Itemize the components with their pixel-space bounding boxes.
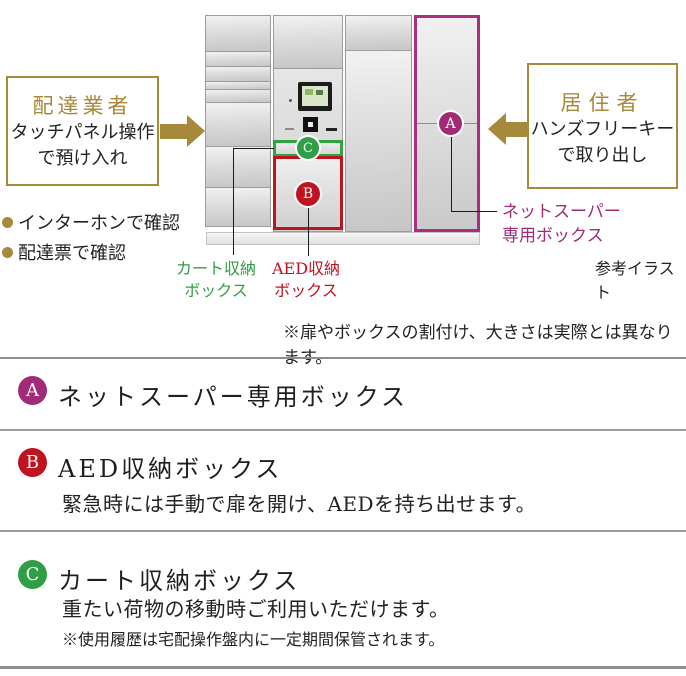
bullet-icon xyxy=(2,216,13,228)
legend-title-aed: AED収納ボックス xyxy=(58,455,283,483)
cart-box-label-line2: ボックス xyxy=(184,281,248,300)
screen-graphic xyxy=(305,89,313,95)
legend-badge-b: B xyxy=(18,448,47,477)
divider xyxy=(0,357,686,359)
panel-slot-right xyxy=(326,128,337,131)
card-reader-window xyxy=(308,122,313,127)
legend-title-cart: カート収納ボックス xyxy=(58,567,301,595)
netsuper-box-label-line2: 専用ボックス xyxy=(502,226,604,246)
note-delivery-slip-label: 配達票で確認 xyxy=(18,243,126,264)
resident-line2: で取り出し xyxy=(557,145,648,166)
resident-box: 居住者 ハンズフリーキー で取り出し xyxy=(527,63,678,189)
arrow-left-icon xyxy=(488,113,506,145)
legend-desc-cart: 重たい荷物の移動時ご利用いただけます。 xyxy=(62,597,450,621)
bullet-icon xyxy=(2,246,13,258)
cart-leader-line xyxy=(233,148,234,255)
aed-leader-line xyxy=(308,206,309,256)
panel-dot-icon xyxy=(289,99,292,102)
locker-column-1 xyxy=(205,15,271,227)
divider xyxy=(0,530,686,532)
locker-door xyxy=(205,146,271,188)
touch-screen xyxy=(298,82,332,111)
locker-door xyxy=(205,102,271,147)
netsuper-box-label: ネットスーパー 専用ボックス xyxy=(502,200,621,248)
panel-slot-left xyxy=(285,128,294,130)
netsuper-leader-line xyxy=(451,134,452,212)
locker-door xyxy=(205,66,271,82)
note-intercom-label: インターホンで確認 xyxy=(18,213,180,234)
locker-base xyxy=(206,232,480,245)
delivery-company-title: 配達業者 xyxy=(32,94,133,118)
divider xyxy=(0,429,686,431)
cart-box-label-line1: カート収納 xyxy=(175,259,256,278)
layout-disclaimer: ※扉やボックスの割付け、大きさは実際とは異なります。 xyxy=(283,323,673,368)
locker-door xyxy=(205,51,271,67)
touch-screen-display xyxy=(302,86,328,106)
card-reader xyxy=(303,117,318,132)
note-intercom: インターホンで確認 xyxy=(2,209,180,235)
locker-door xyxy=(345,15,412,51)
locker-door xyxy=(205,187,271,227)
resident-line1: ハンズフリーキー xyxy=(530,119,675,140)
locker-door xyxy=(205,89,271,103)
arrow-right-icon xyxy=(160,124,188,139)
locker-door xyxy=(345,50,412,232)
locker-column-3 xyxy=(345,15,412,232)
delivery-company-box: 配達業者 タッチパネル操作 で預け入れ xyxy=(6,76,159,186)
resident-title: 居住者 xyxy=(560,91,645,115)
legend-desc-aed: 緊急時には手動で扉を開け、AEDを持ち出せます。 xyxy=(62,492,537,516)
divider xyxy=(0,666,686,669)
badge-c-marker: C xyxy=(297,137,319,159)
note-delivery-slip: 配達票で確認 xyxy=(2,239,126,265)
cart-leader-line xyxy=(233,148,274,149)
aed-box-label-line2: ボックス xyxy=(274,281,338,300)
badge-a-marker: A xyxy=(439,112,462,135)
screen-graphic xyxy=(316,90,323,95)
netsuper-leader-line xyxy=(451,211,497,212)
locker-door xyxy=(205,15,271,52)
legend-note-cart: ※使用履歴は宅配操作盤内に一定期間保管されます。 xyxy=(62,630,445,649)
delivery-company-line1: タッチパネル操作 xyxy=(10,122,155,143)
reference-illustration-note: 参考イラスト xyxy=(595,259,675,302)
aed-box-label: AED収納 ボックス xyxy=(258,258,354,302)
arrow-left-icon xyxy=(506,122,527,137)
netsuper-box-label-line1: ネットスーパー xyxy=(502,202,621,222)
legend-title-netsuper: ネットスーパー専用ボックス xyxy=(58,383,409,411)
legend-badge-a: A xyxy=(18,376,47,405)
cart-box-label: カート収納 ボックス xyxy=(173,258,259,302)
badge-b-marker: B xyxy=(296,182,320,206)
locker-door xyxy=(273,15,343,69)
aed-box-label-line1: AED収納 xyxy=(271,259,341,278)
delivery-company-line2: で預け入れ xyxy=(37,148,128,169)
legend-badge-c: C xyxy=(18,560,47,589)
arrow-right-icon xyxy=(187,115,205,147)
